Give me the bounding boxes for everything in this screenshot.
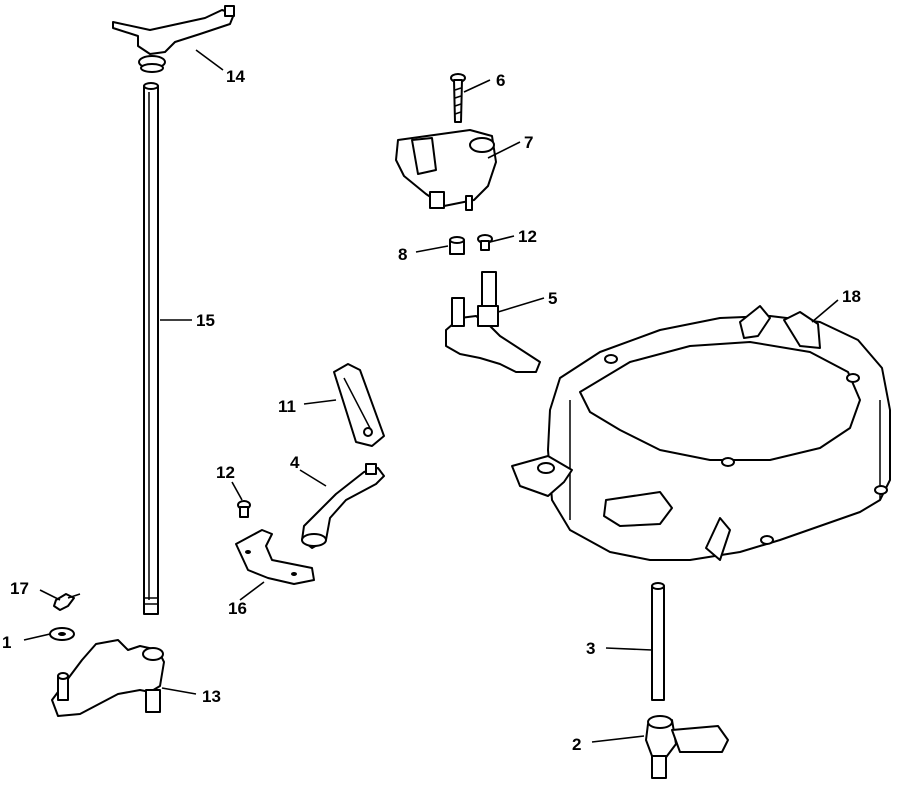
part-2-lever-fitting <box>645 715 729 779</box>
callout-7: 7 <box>524 133 533 152</box>
callout-13: 13 <box>202 687 221 706</box>
part-12-screw-lower <box>237 500 251 518</box>
part-12-screw-upper <box>477 234 493 251</box>
callout-12-upper: 12 <box>518 227 537 246</box>
part-1-washer <box>49 627 75 641</box>
part-8-bushing <box>449 236 465 255</box>
callout-17: 17 <box>10 579 29 598</box>
callout-labels: 14 15 17 1 13 6 7 8 12 5 18 11 4 12 16 3… <box>2 67 861 754</box>
callout-3: 3 <box>586 639 595 658</box>
callout-15: 15 <box>196 311 215 330</box>
part-14-upper-lever <box>112 5 235 73</box>
callout-6: 6 <box>496 71 505 90</box>
callout-2: 2 <box>572 735 581 754</box>
callout-12-lower: 12 <box>216 463 235 482</box>
part-7-sensor <box>395 129 497 211</box>
callout-18: 18 <box>842 287 861 306</box>
callout-11: 11 <box>278 397 296 416</box>
leader-lines <box>23 49 839 743</box>
callout-16: 16 <box>228 599 247 618</box>
part-17-clip <box>53 593 81 611</box>
callout-8: 8 <box>398 245 407 264</box>
callout-1: 1 <box>2 633 11 652</box>
part-4-arm <box>301 463 385 549</box>
part-16-plate <box>235 529 315 585</box>
part-13-lower-lever <box>51 639 165 717</box>
part-5-bracket <box>445 271 541 373</box>
part-3-rod <box>651 582 665 701</box>
callout-5: 5 <box>548 289 557 308</box>
part-15-shaft <box>143 82 159 615</box>
part-11-link <box>333 363 385 447</box>
part-18-housing <box>511 305 891 561</box>
part-6-screw <box>450 73 466 123</box>
callout-14: 14 <box>226 67 245 86</box>
callout-4: 4 <box>290 453 300 472</box>
